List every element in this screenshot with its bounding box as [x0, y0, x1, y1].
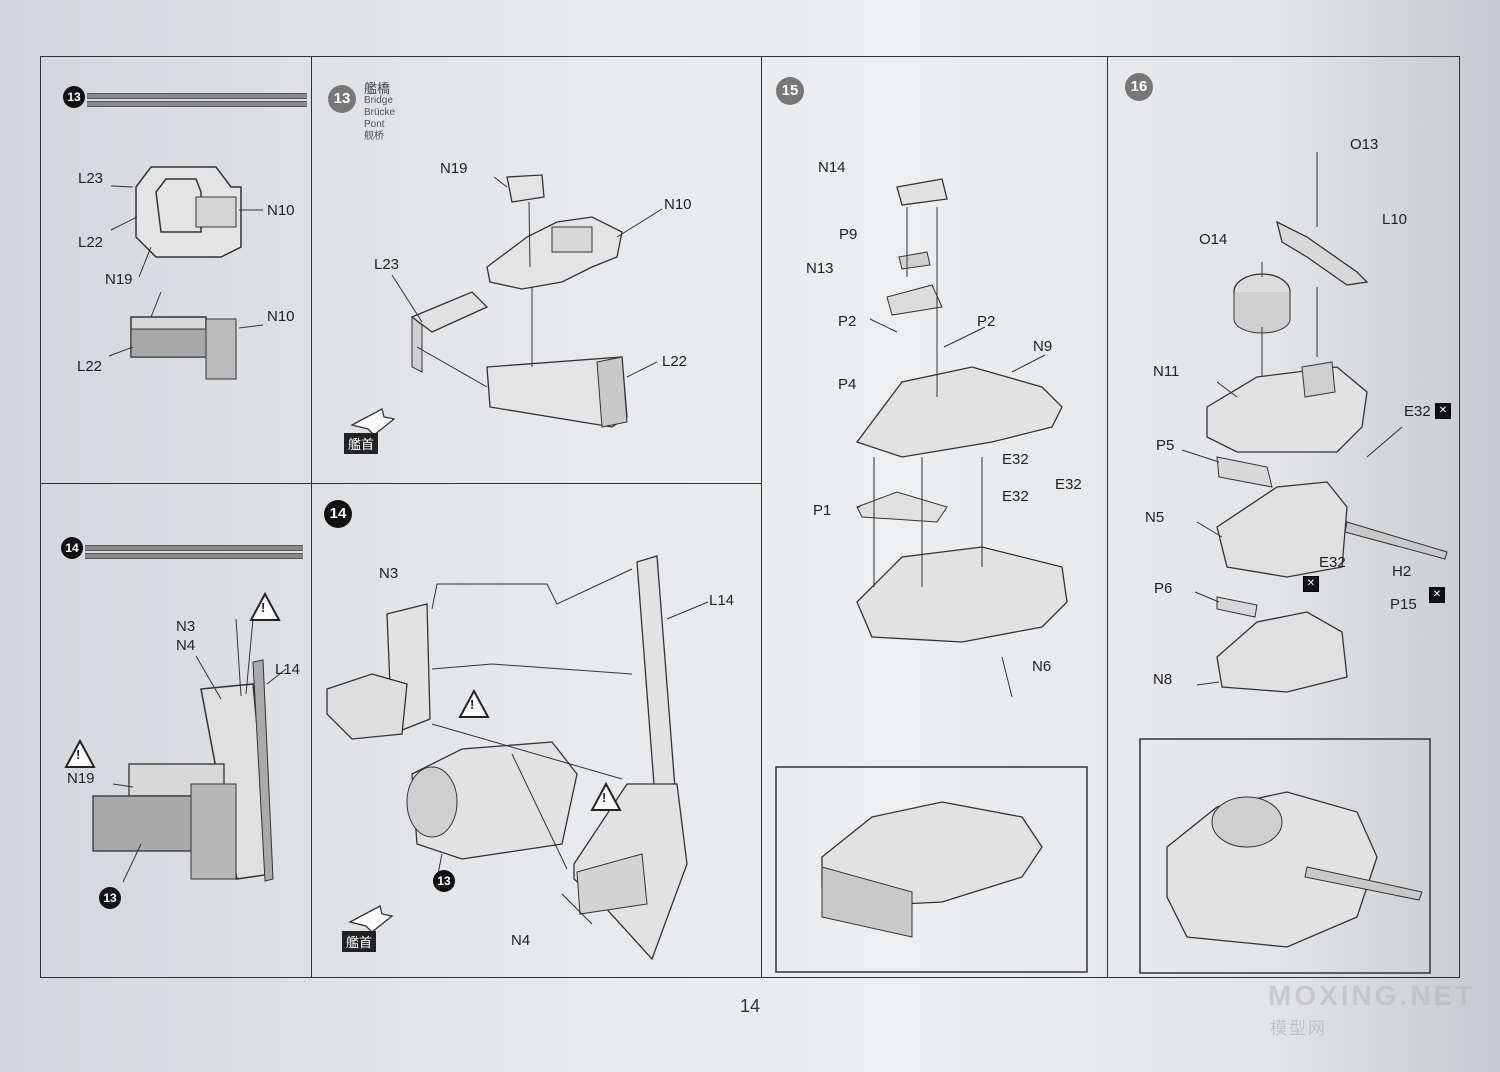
part-label: E32 — [1055, 476, 1082, 493]
part-label: E32 — [1319, 554, 1346, 571]
step-15-panel: 15 N14 P9 N13 P2 P2 N9 P4 E32 E32 E32 P1… — [761, 56, 1108, 978]
part-label: N8 — [1153, 671, 1173, 688]
part-label: P4 — [838, 376, 857, 393]
part-label: L23 — [78, 170, 104, 187]
part-label: N4 — [511, 932, 531, 949]
part-label: O14 — [1199, 231, 1228, 248]
step-badge: 14 — [61, 537, 83, 559]
step-13-panel: 13 艦橋 Bridge Brücke Pont 舰桥 N19 N10 L23 … — [311, 56, 762, 484]
part-label: N9 — [1033, 338, 1053, 355]
step-badge: 16 — [1125, 73, 1153, 101]
bridge-assembly-drawing — [350, 174, 663, 436]
step-badge: 13 — [63, 86, 85, 108]
part-label: N5 — [1145, 509, 1165, 526]
bow-direction-label: 艦首 — [344, 433, 379, 454]
part-label: P5 — [1156, 437, 1175, 454]
part-label: L22 — [78, 234, 104, 251]
page-number: 14 — [739, 996, 761, 1016]
part-label: N10 — [664, 196, 692, 213]
title-jp: 艦橋 — [364, 81, 391, 96]
title-cn: 舰桥 — [364, 131, 384, 142]
step-14-panel: 14 ! ! N3 L14 N4 13 艦首 — [311, 483, 762, 978]
part-label: N3 — [379, 565, 399, 582]
reference-badge: 13 — [433, 870, 455, 892]
part-label: N6 — [1032, 658, 1052, 675]
part-label: E32 — [1002, 451, 1029, 468]
warning-mark: ! — [76, 747, 81, 762]
bow-direction-label: 艦首 — [342, 931, 377, 952]
part-label: L14 — [275, 661, 301, 678]
part-label: N10 — [267, 308, 295, 325]
part-label: N10 — [267, 202, 295, 219]
photo-etch-icon: ✕ — [1435, 403, 1451, 419]
warning-mark: ! — [602, 790, 607, 805]
part-label: L23 — [374, 256, 400, 273]
part-label: P6 — [1154, 580, 1173, 597]
part-label: N4 — [176, 637, 196, 654]
part-label: E32 — [1404, 403, 1431, 420]
step-14-detail-panel: 14 ! ! N3 N4 L14 N19 13 — [40, 483, 312, 978]
part-label: P2 — [977, 313, 996, 330]
bridge-side-view-drawing — [64, 591, 287, 883]
step-16-panel: 16 O13 L10 O14 N11 E32 ✕ P5 N5 ✕ E32 H2 — [1107, 56, 1460, 978]
title-fr: Pont — [364, 119, 385, 130]
photo-etch-icon: ✕ — [1429, 587, 1445, 603]
part-label: P15 — [1390, 596, 1417, 613]
part-label: O13 — [1350, 136, 1379, 153]
part-label: H2 — [1392, 563, 1412, 580]
step-header-bar — [87, 93, 307, 99]
part-label: N19 — [440, 160, 468, 177]
part-label: N14 — [818, 159, 846, 176]
step-title-block: 艦橋 Bridge Brücke Pont 舰桥 — [364, 81, 396, 143]
step-badge: 15 — [776, 77, 804, 105]
part-label: N19 — [67, 770, 95, 787]
reference-badge: 13 — [99, 887, 121, 909]
part-label: N11 — [1153, 363, 1180, 380]
part-label: N13 — [806, 260, 834, 277]
warning-mark: ! — [261, 600, 266, 615]
part-label: E32 — [1002, 488, 1029, 505]
part-label: L14 — [709, 592, 735, 609]
bridge-deck-assembly-drawing — [775, 178, 1088, 973]
part-label: L22 — [77, 358, 103, 375]
bridge-tower-assembly-drawing — [326, 555, 709, 961]
part-label: L22 — [662, 353, 688, 370]
step-header-bar — [85, 545, 303, 551]
step-badge: 13 — [328, 85, 356, 113]
step-13-detail-panel: 13 L23 N10 L22 N19 N10 L22 — [40, 56, 312, 484]
step-header-bar — [87, 101, 307, 107]
watermark-text: MOXING.NET — [1268, 980, 1476, 1011]
watermark-subtext: 模型网 — [1270, 1019, 1327, 1038]
part-label: L10 — [1382, 211, 1408, 228]
part-label: N3 — [176, 618, 196, 635]
bridge-top-view-drawing — [108, 166, 264, 380]
part-label: N19 — [105, 271, 133, 288]
step-badge: 14 — [324, 500, 352, 528]
step-header-bar — [85, 553, 303, 559]
part-label: P9 — [839, 226, 858, 243]
part-label: P1 — [813, 502, 832, 519]
title-de: Brücke — [364, 107, 396, 118]
photo-etch-icon: ✕ — [1303, 576, 1319, 592]
part-label: P2 — [838, 313, 857, 330]
title-en: Bridge — [364, 95, 393, 106]
main-turret-assembly-drawing — [1139, 152, 1448, 974]
warning-mark: ! — [470, 697, 475, 712]
